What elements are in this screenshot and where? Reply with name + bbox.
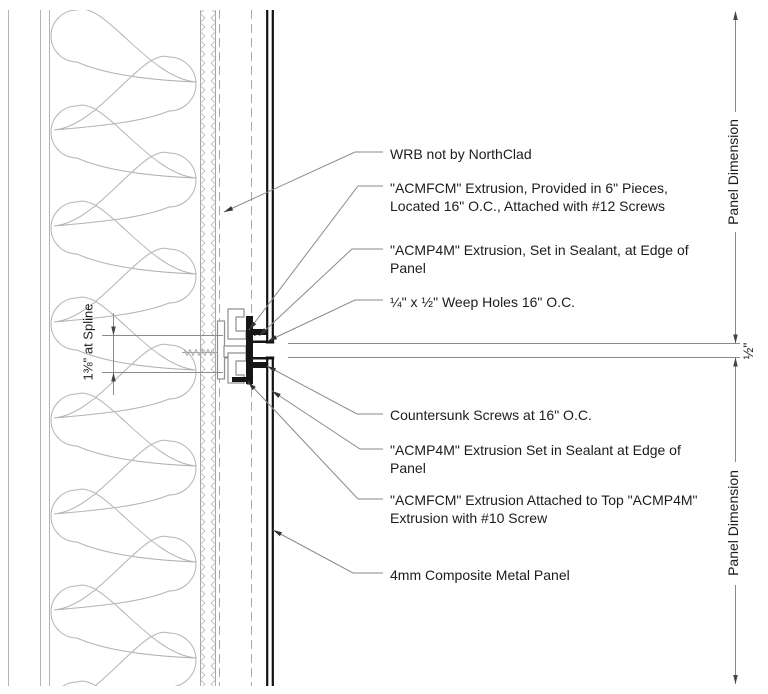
callout-countersunk-screws: Countersunk Screws at 16" O.C. [390, 407, 592, 423]
callout-acmp4m-bottom: "ACMP4M" Extrusion Set in Sealant at Edg… [390, 442, 681, 476]
dimension-joint-gap-label: ½" [740, 342, 756, 360]
callout-wrb: WRB not by NorthClad [390, 146, 532, 162]
batt-insulation-pattern [50, 10, 197, 686]
callout-weep-holes: ¼" x ½" Weep Holes 16" O.C. [390, 294, 576, 310]
composite-metal-panel [265, 10, 275, 686]
leader-line-4 [266, 365, 383, 415]
callout-acmfcm-bottom: "ACMFCM" Extrusion Attached to Top "ACMP… [390, 492, 698, 526]
leader-line-3 [267, 299, 383, 342]
callout-acmp4m-top: "ACMP4M" Extrusion, Set in Sealant, at E… [390, 242, 689, 276]
dimension-spline-label: 1⅜" at Spline [80, 303, 96, 381]
dimension-panel-top-label: Panel Dimension [725, 119, 741, 225]
leader-arrowhead-1 [249, 321, 257, 330]
leader-arrowhead-5 [272, 391, 281, 398]
acmfcm-clip-profiles [216, 308, 247, 384]
leader-line-0 [223, 151, 383, 213]
leader-arrowhead-2 [259, 328, 268, 336]
leader-arrowhead-7 [273, 530, 283, 537]
acmp4m-extrusion [246, 316, 267, 384]
leader-line-5 [271, 390, 383, 450]
leader-arrowhead-6 [248, 382, 256, 391]
number10-screw [232, 374, 252, 385]
insulation-loops [50, 10, 197, 686]
leader-line-2 [258, 248, 383, 337]
dimension-panel-bottom-label: Panel Dimension [725, 470, 741, 576]
sheathing-layer [200, 10, 216, 686]
callout-leader-lines [223, 151, 383, 574]
leader-arrowhead-4 [267, 366, 277, 373]
panel-dimension-lines [288, 11, 740, 684]
leader-line-7 [272, 529, 383, 574]
wall-layer-lines [8, 10, 50, 686]
spline-dimension-lines [102, 313, 223, 395]
leader-arrowhead-0 [224, 206, 234, 212]
leader-line-1 [248, 185, 383, 331]
leader-arrowhead-3 [268, 335, 278, 341]
callout-4mm-panel: 4mm Composite Metal Panel [390, 567, 570, 583]
leader-line-6 [247, 381, 383, 500]
callout-acmfcm-top: "ACMFCM" Extrusion, Provided in 6" Piece… [390, 180, 668, 214]
